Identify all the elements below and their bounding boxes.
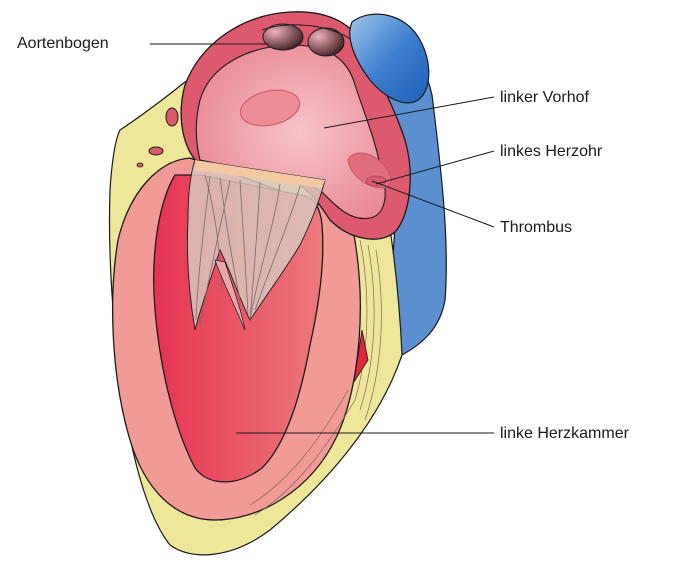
label-left-atrial-appendage: linkes Herzohr xyxy=(500,143,602,161)
fat-vessel-3 xyxy=(137,163,143,167)
label-aortic-arch: Aortenbogen xyxy=(17,35,109,53)
fat-vessel-1 xyxy=(166,108,178,126)
label-left-atrium: linker Vorhof xyxy=(500,89,589,107)
thrombus-mass xyxy=(366,176,386,186)
fat-vessel-2 xyxy=(149,147,163,155)
label-thrombus: Thrombus xyxy=(500,219,572,237)
pulmonary-vein-opening-2 xyxy=(308,28,344,56)
label-left-ventricle: linke Herzkammer xyxy=(500,425,629,443)
